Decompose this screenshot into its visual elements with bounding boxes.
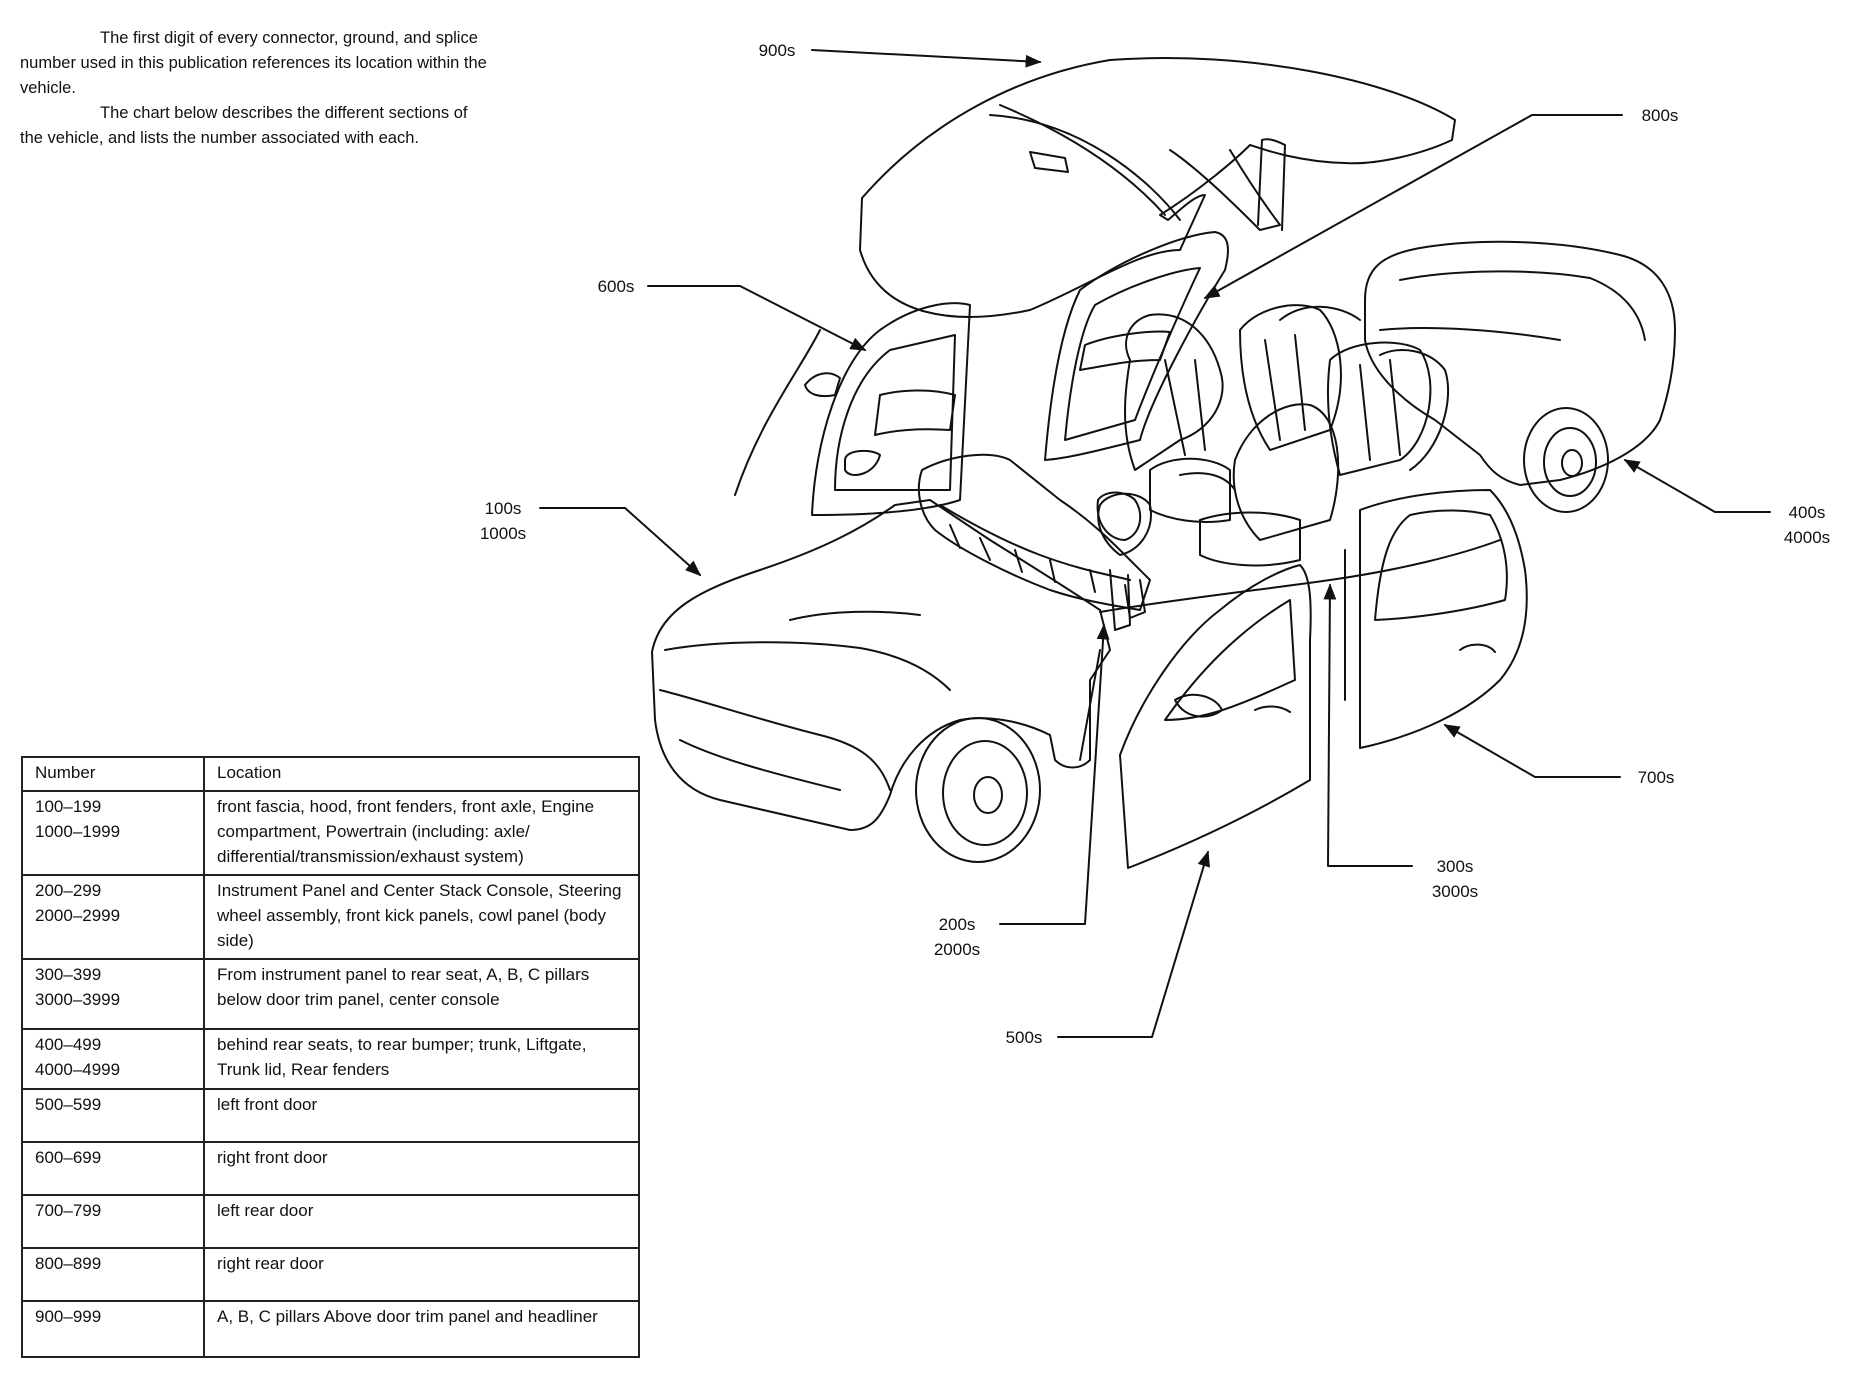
intro-text: The first digit of every connector, grou…: [20, 26, 490, 151]
left-rear-door: [1344, 489, 1528, 749]
intro-paragraph-2: The chart below describes the different …: [20, 104, 468, 147]
callout-label: 800s: [1641, 106, 1679, 125]
callout-500s: 500s: [990, 1025, 1058, 1050]
callout-600s: 600s: [584, 274, 648, 299]
right-rear-door: [1044, 231, 1229, 461]
row-number-cell: 900–999: [21, 1300, 205, 1358]
callout-200s: 200s 2000s: [914, 912, 1000, 962]
table-row: 300–399 3000–3999 From instrument panel t…: [21, 958, 640, 1030]
callout-800s: 800s: [1622, 103, 1698, 128]
row-location-cell: right front door: [203, 1141, 640, 1196]
leader-500s: [1057, 850, 1210, 1038]
row-number-cell: 700–799: [21, 1194, 205, 1249]
leader-700s: [1443, 724, 1621, 778]
row-location-cell: Instrument Panel and Center Stack Consol…: [203, 874, 640, 960]
table-row: 900–999 A, B, C pillars Above door trim …: [21, 1300, 640, 1358]
row-location-cell: right rear door: [203, 1247, 640, 1302]
instrument-panel: [917, 453, 1151, 631]
row-number-cell: 300–399 3000–3999: [21, 958, 205, 1030]
row-location-cell: From instrument panel to rear seat, A, B…: [203, 958, 640, 1030]
callout-label: 1000s: [479, 524, 527, 543]
row-number-cell: 500–599: [21, 1088, 205, 1143]
leader-200s: [999, 623, 1110, 925]
right-front-door: [804, 302, 971, 516]
number-range: 1000–1999: [35, 822, 121, 841]
front-wheel: [915, 717, 1041, 863]
left-front-door: [1119, 564, 1312, 869]
number-range: 3000–3999: [35, 990, 121, 1009]
roof-panel: [859, 57, 1456, 318]
callout-label: 300s: [1436, 857, 1474, 876]
row-number-cell: 800–899: [21, 1247, 205, 1302]
number-range: 200–299: [35, 881, 102, 900]
callout-900s: 900s: [742, 38, 812, 63]
leader-600s: [647, 285, 867, 351]
callout-label: 500s: [1005, 1028, 1043, 1047]
row-number-cell: 100–199 1000–1999: [21, 790, 205, 876]
row-number-cell: 200–299 2000–2999: [21, 874, 205, 960]
table-row: 200–299 2000–2999 Instrument Panel and Ce…: [21, 874, 640, 960]
callout-label: 900s: [758, 41, 796, 60]
table-row: 700–799 left rear door: [21, 1194, 640, 1249]
leader-400s: [1623, 459, 1771, 513]
callout-label: 700s: [1637, 768, 1675, 787]
leader-300s: [1323, 583, 1413, 867]
location-number-table: Number Location 100–199 1000–1999 front f…: [21, 756, 640, 1358]
callout-label: 200s: [938, 915, 976, 934]
row-number-cell: 400–499 4000–4999: [21, 1028, 205, 1090]
table-row: 600–699 right front door: [21, 1141, 640, 1196]
row-location-cell: front fascia, hood, front fenders, front…: [203, 790, 640, 876]
header-number: Number: [21, 756, 205, 792]
number-range: 400–499: [35, 1035, 102, 1054]
number-range: 2000–2999: [35, 906, 121, 925]
row-location-cell: A, B, C pillars Above door trim panel an…: [203, 1300, 640, 1358]
callout-400s: 400s 4000s: [1770, 500, 1844, 550]
table-header-row: Number Location: [21, 756, 640, 792]
table-row: 400–499 4000–4999 behind rear seats, to r…: [21, 1028, 640, 1090]
header-location: Location: [203, 756, 640, 792]
callout-label: 600s: [597, 277, 635, 296]
seats-interior: [1097, 304, 1450, 567]
callout-label: 4000s: [1783, 528, 1831, 547]
callout-100s: 100s 1000s: [466, 496, 540, 546]
callout-label: 3000s: [1431, 882, 1479, 901]
callout-300s: 300s 3000s: [1412, 854, 1498, 904]
leader-800s: [1203, 114, 1623, 299]
table-row: 100–199 1000–1999 front fascia, hood, fro…: [21, 790, 640, 876]
callout-700s: 700s: [1620, 765, 1692, 790]
intro-paragraph-1: The first digit of every connector, grou…: [20, 29, 487, 97]
vehicle-body: [651, 329, 1501, 831]
leader-100s: [539, 507, 702, 577]
number-range: 100–199: [35, 797, 102, 816]
trunk-rear-section: [1364, 240, 1676, 513]
row-location-cell: left rear door: [203, 1194, 640, 1249]
callout-label: 2000s: [933, 940, 981, 959]
leader-lines: [539, 49, 1771, 1038]
callout-label: 400s: [1788, 503, 1826, 522]
leader-900s: [811, 49, 1042, 68]
table-row: 800–899 right rear door: [21, 1247, 640, 1302]
number-range: 4000–4999: [35, 1060, 121, 1079]
row-number-cell: 600–699: [21, 1141, 205, 1196]
number-range: 300–399: [35, 965, 102, 984]
row-location-cell: left front door: [203, 1088, 640, 1143]
row-location-cell: behind rear seats, to rear bumper; trunk…: [203, 1028, 640, 1090]
table-row: 500–599 left front door: [21, 1088, 640, 1143]
callout-label: 100s: [484, 499, 522, 518]
